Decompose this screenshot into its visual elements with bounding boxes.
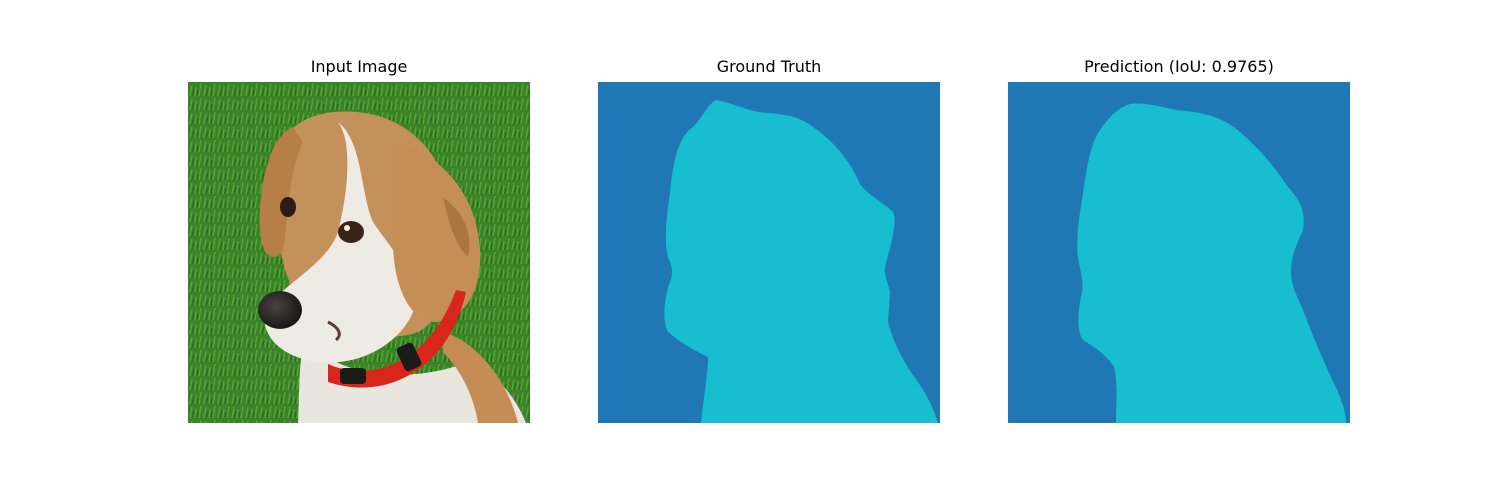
dog-muzzle (264, 122, 415, 363)
dog-chest (298, 337, 526, 423)
prediction-mask (1008, 82, 1350, 423)
dog-ear-shadow (443, 197, 470, 257)
ground-truth-panel: Ground Truth (598, 0, 940, 500)
dog-left-eye (280, 197, 296, 217)
input-image-panel: Input Image (188, 0, 530, 500)
dog-right-eye (338, 221, 364, 243)
input-image-title: Input Image (310, 57, 408, 76)
prediction-foreground (1077, 103, 1346, 423)
prediction-title: Prediction (IoU: 0.9765) (1084, 57, 1274, 76)
dog-right-ear (390, 142, 481, 322)
ground-truth-foreground (664, 100, 938, 423)
dog-nose (258, 291, 302, 329)
collar-clip (340, 368, 366, 384)
prediction-panel: Prediction (IoU: 0.9765) (1008, 0, 1350, 500)
collar-buckle (396, 342, 422, 372)
ground-truth-title: Ground Truth (716, 57, 822, 76)
dog-left-ear (259, 127, 303, 257)
dog-shoulder (443, 332, 518, 423)
input-image (188, 82, 530, 423)
ground-truth-mask (598, 82, 940, 423)
